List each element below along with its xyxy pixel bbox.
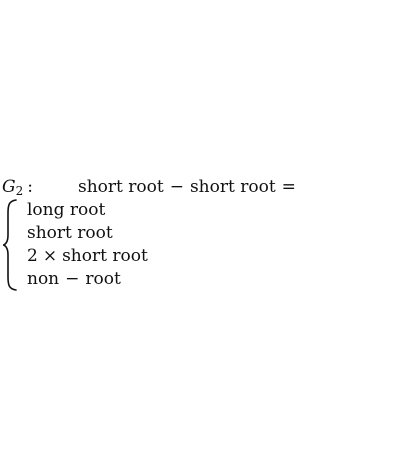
group-subscript: 2 <box>15 184 24 198</box>
case-short-root: short root <box>27 222 148 245</box>
case-double-short-root: 2×short root <box>27 245 148 268</box>
case-right: root <box>85 269 121 289</box>
times-sign: × <box>42 246 58 266</box>
expr-term-1: short root <box>78 177 164 197</box>
case-non-root: non−root <box>27 268 148 291</box>
left-brace-icon <box>3 199 17 291</box>
equals-sign: = <box>281 177 296 197</box>
group-letter: G <box>2 177 16 197</box>
case-coefficient: 2 <box>27 246 38 266</box>
case-text: short root <box>27 223 113 243</box>
case-left: non <box>27 269 60 289</box>
case-text: short root <box>62 246 148 266</box>
case-long-root: long root <box>27 199 148 222</box>
colon: : <box>27 177 33 197</box>
cases-list: long root short root 2×short root non−ro… <box>27 199 148 291</box>
minus-sign: − <box>169 177 184 197</box>
equation-first-line: G2: short root−short root= <box>2 176 296 202</box>
case-text: long root <box>27 200 106 220</box>
difference-expression: short root−short root= <box>78 176 302 198</box>
expr-term-2: short root <box>189 177 276 197</box>
group-symbol: G2 <box>2 177 24 198</box>
minus-sign: − <box>65 269 80 289</box>
